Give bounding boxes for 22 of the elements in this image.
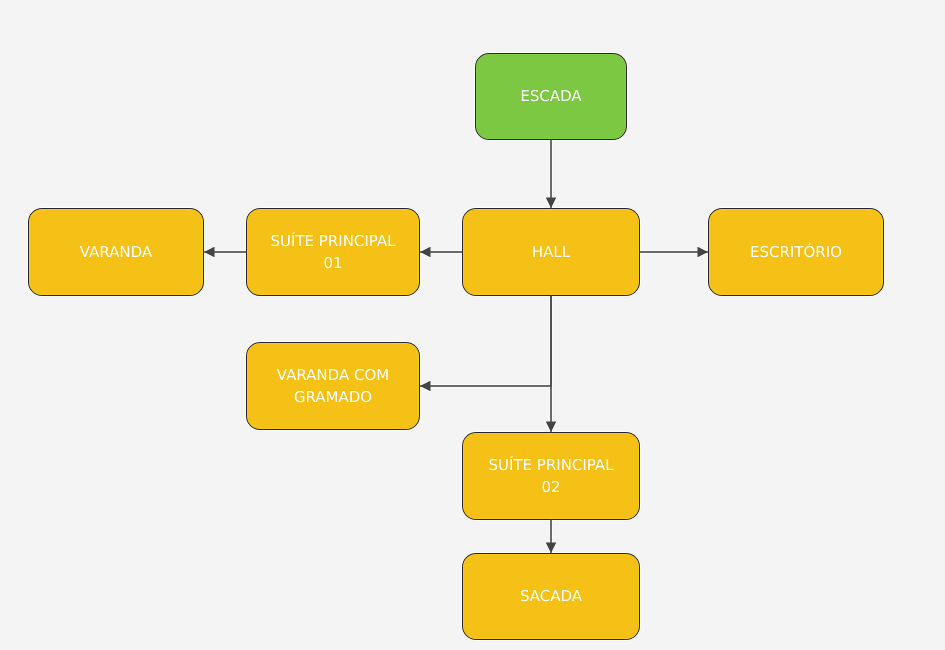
room-box [462, 553, 640, 640]
room-label: SUÍTE PRINCIPAL 01 [269, 230, 397, 274]
arrow [420, 246, 462, 258]
arrow [546, 296, 556, 432]
arrow [204, 246, 246, 258]
arrow [546, 140, 556, 208]
arrow [546, 520, 556, 553]
arrow [640, 246, 708, 258]
room-label: VARANDA COM GRAMADO [276, 364, 390, 408]
room-box [246, 208, 420, 296]
room-box [462, 432, 640, 520]
room-label: VARANDA [80, 242, 152, 263]
room-box [462, 208, 640, 296]
room-label: ESCADA [520, 86, 582, 108]
room-label: HALL [532, 242, 570, 263]
room-label: SUÍTE PRINCIPAL 02 [487, 454, 615, 498]
room-label: ESCRITÓRIO [750, 242, 842, 263]
room-box [246, 342, 420, 430]
room-box [28, 208, 204, 296]
start-box [475, 53, 627, 140]
room-box [708, 208, 884, 296]
room-label: SACADA [520, 586, 582, 608]
